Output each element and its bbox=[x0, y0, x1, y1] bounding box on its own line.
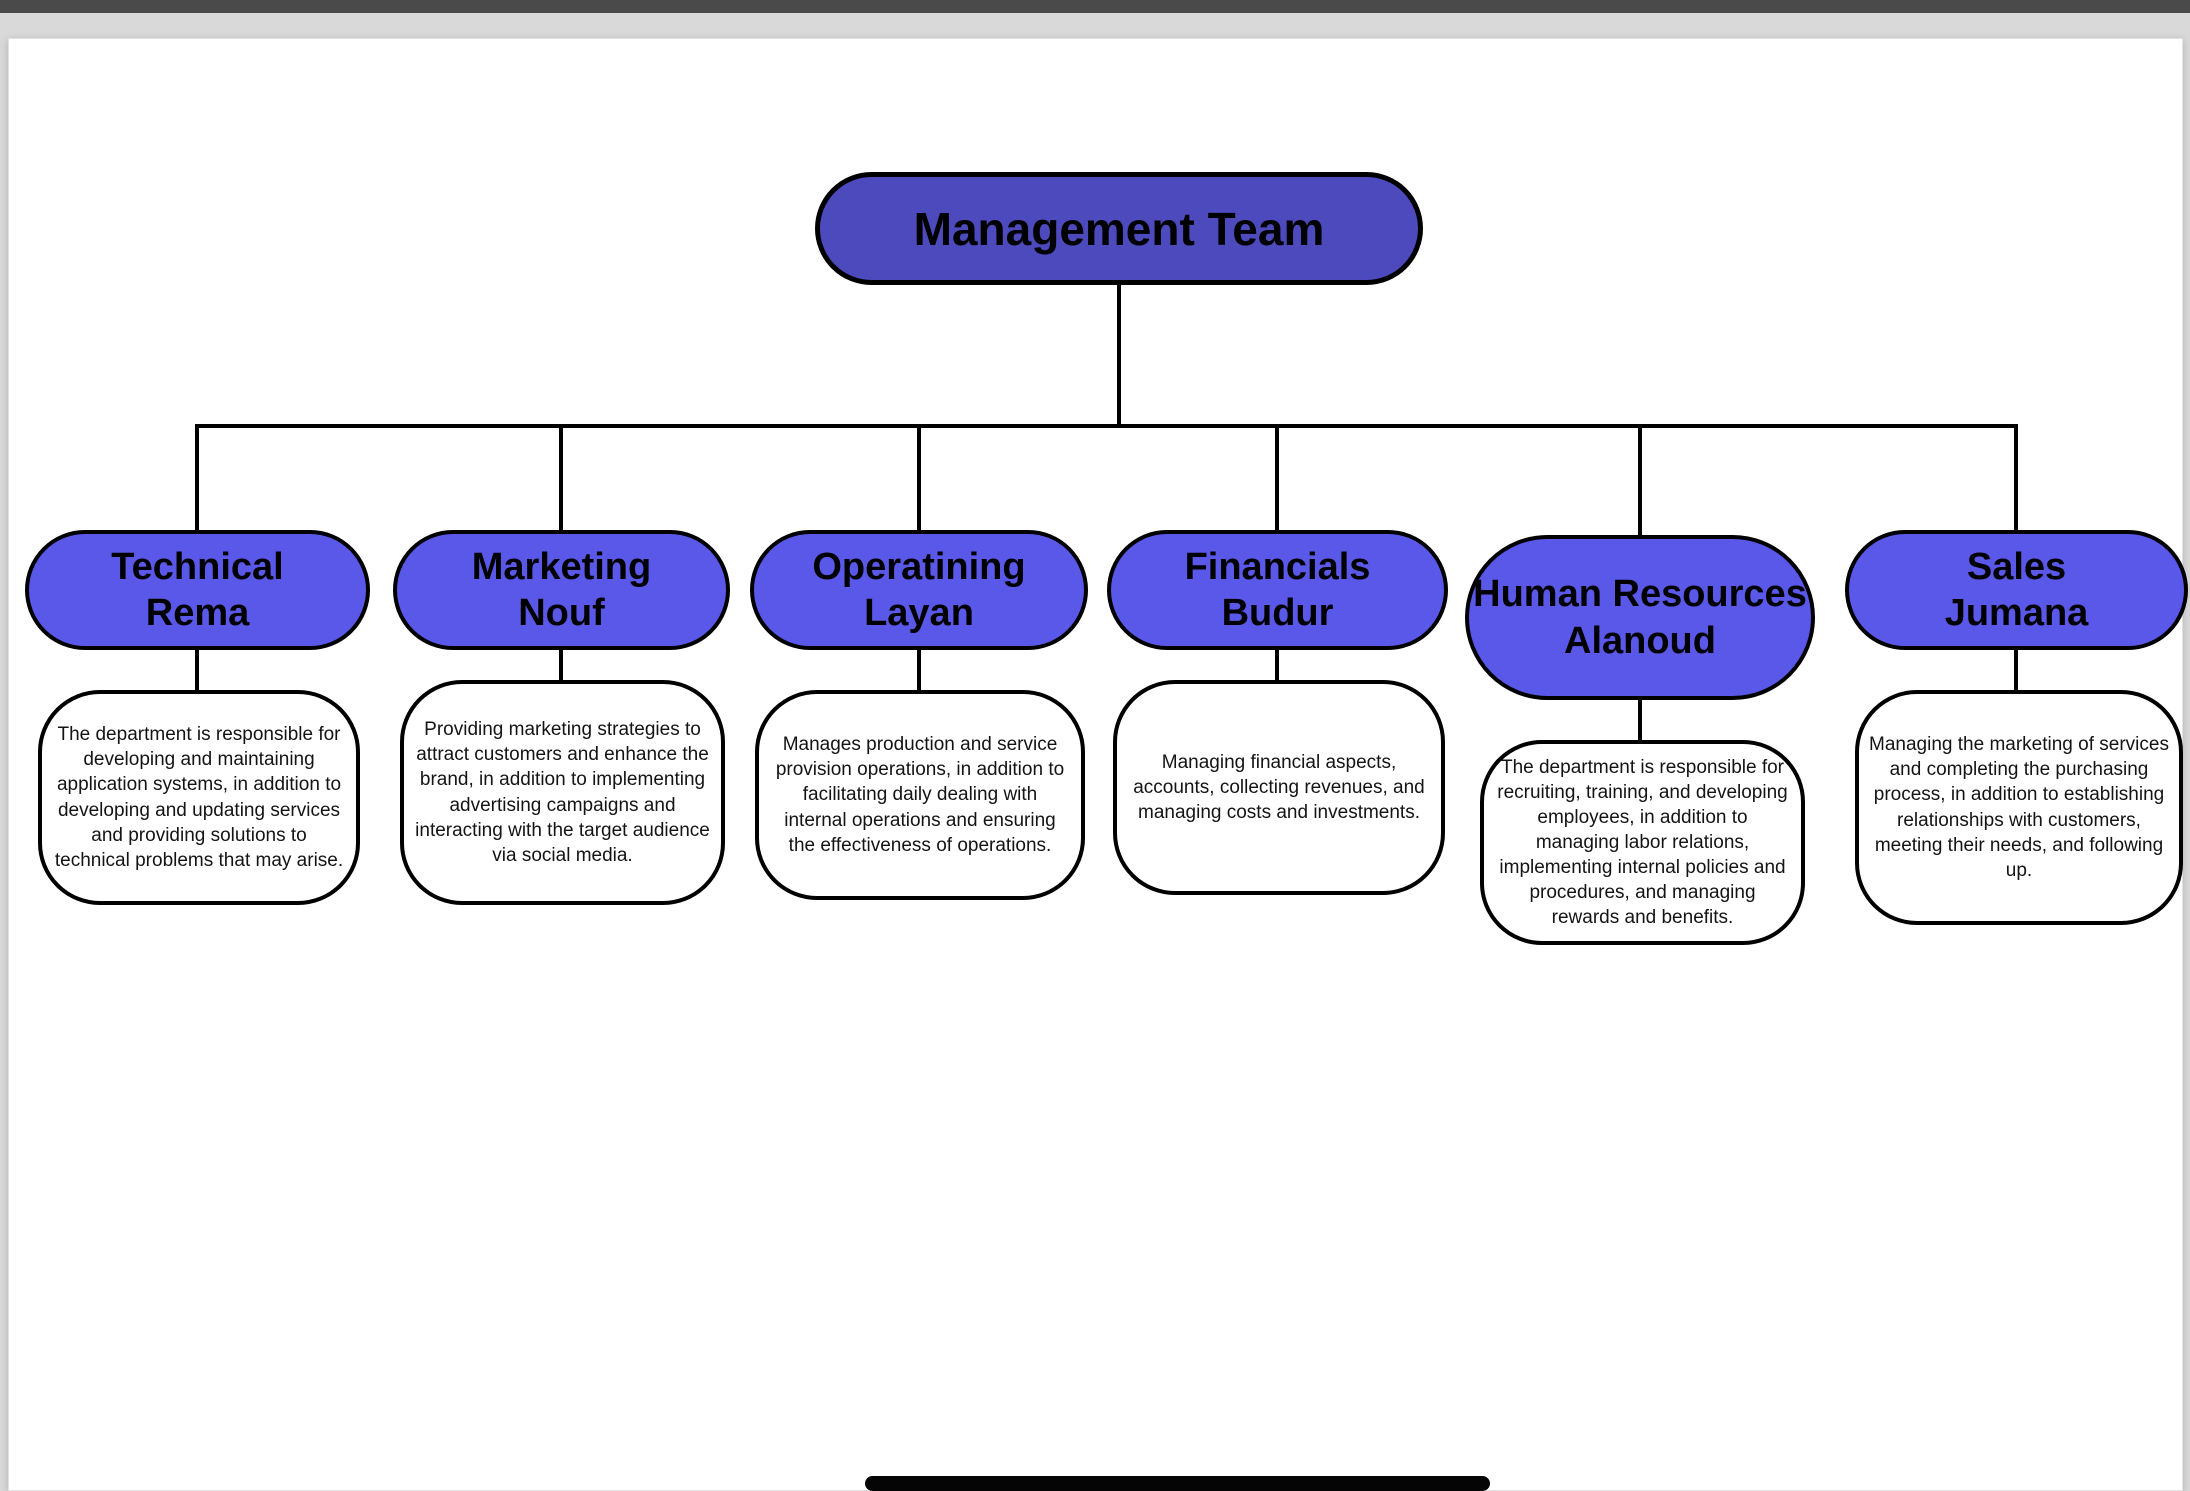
home-indicator-bar bbox=[865, 1476, 1490, 1491]
org-node-sales[interactable]: Sales Jumana bbox=[1845, 530, 2188, 650]
org-node-human-resources[interactable]: Human Resources Alanoud bbox=[1465, 535, 1815, 700]
manager-name: Budur bbox=[1221, 592, 1334, 634]
description-text: Providing marketing strategies to attrac… bbox=[415, 719, 710, 866]
description-box-sales[interactable]: Managing the marketing of services and c… bbox=[1855, 690, 2183, 925]
root-node-label: Management Team bbox=[913, 202, 1325, 255]
description-text: Manages production and service provision… bbox=[775, 734, 1065, 856]
manager-name: Rema bbox=[145, 592, 250, 634]
manager-name: Layan bbox=[864, 592, 974, 634]
department-title: Technical bbox=[111, 545, 284, 588]
description-text: Managing the marketing of services and c… bbox=[1869, 734, 2169, 881]
description-text: The department is responsible for develo… bbox=[54, 724, 344, 871]
org-node-operating[interactable]: Operatining Layan bbox=[750, 530, 1088, 650]
department-title: Operatining bbox=[812, 545, 1026, 588]
department-title: Sales bbox=[1966, 545, 2067, 588]
description-box-financials[interactable]: Managing financial aspects, accounts, co… bbox=[1113, 680, 1445, 895]
manager-name: Alanoud bbox=[1564, 619, 1716, 662]
manager-name: Nouf bbox=[518, 592, 605, 634]
org-node-management-team[interactable]: Management Team bbox=[815, 172, 1423, 285]
org-node-technical[interactable]: Technical Rema bbox=[25, 530, 370, 650]
window-title-bar bbox=[0, 0, 2190, 13]
description-box-human-resources[interactable]: The department is responsible for recrui… bbox=[1480, 740, 1805, 945]
description-text: The department is responsible for recrui… bbox=[1497, 756, 1788, 929]
description-box-marketing[interactable]: Providing marketing strategies to attrac… bbox=[400, 680, 725, 905]
description-box-operating[interactable]: Manages production and service provision… bbox=[755, 690, 1085, 900]
department-title: Financials bbox=[1184, 545, 1371, 588]
org-node-financials[interactable]: Financials Budur bbox=[1107, 530, 1448, 650]
description-text: Managing financial aspects, accounts, co… bbox=[1133, 751, 1425, 824]
department-title: Marketing bbox=[471, 545, 652, 588]
department-title: Human Resources bbox=[1473, 573, 1807, 616]
manager-name: Jumana bbox=[1944, 592, 2089, 634]
org-node-marketing[interactable]: Marketing Nouf bbox=[393, 530, 730, 650]
description-box-technical[interactable]: The department is responsible for develo… bbox=[38, 690, 360, 905]
